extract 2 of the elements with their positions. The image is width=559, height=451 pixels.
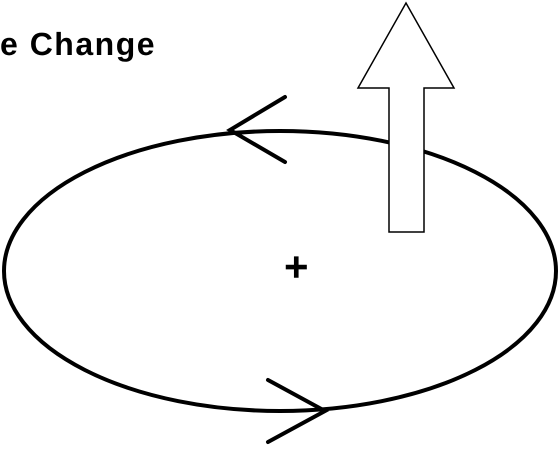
plus-sign: +	[284, 246, 309, 288]
title: e Change	[0, 26, 156, 63]
